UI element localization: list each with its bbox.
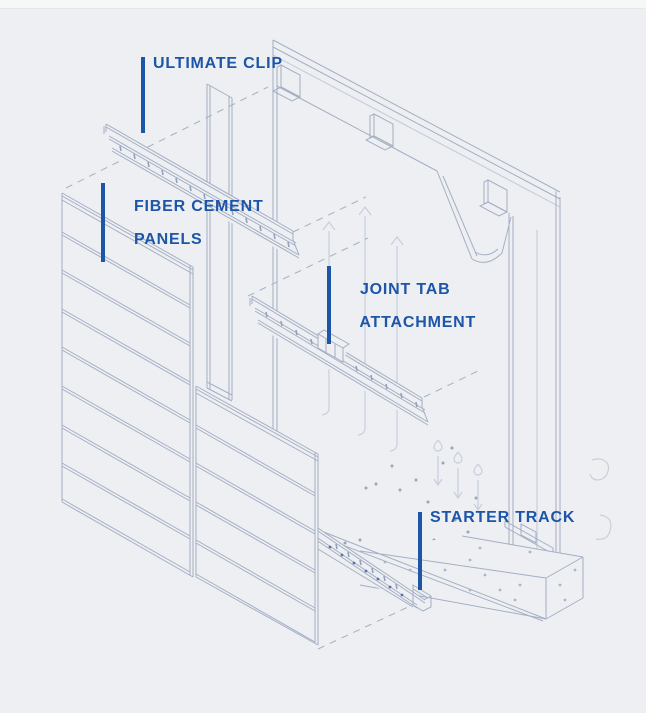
clip [478,179,509,217]
airflow-up-arrows [321,206,404,452]
joint-tab-attachment-label: JOINT TAB ATTACHMENT [339,265,476,348]
joint-tab-bracket [317,329,350,363]
label-line-2: PANELS [133,230,203,248]
label-line-2: ATTACHMENT [359,313,477,331]
foundation-block [315,528,584,622]
panel-lap-lines [195,424,316,612]
clip [271,64,302,102]
fiber-cement-panels-marker-line [101,183,105,262]
clip [364,113,395,151]
starter-track-marker-line [418,512,422,590]
wall-top-clips [271,64,509,217]
wrap-curl-mark [595,514,612,540]
starter-track-label: STARTER TRACK [430,509,576,526]
base-track [504,520,554,555]
fiber-cement-panels-label: FIBER CEMENT PANELS [113,182,264,265]
rail-slots [119,145,290,248]
joint-tab-rail [249,295,429,426]
starter-fasteners [328,543,404,597]
rail-slots [265,311,418,408]
top-strip [0,0,646,9]
joint-tab-attachment-marker-line [327,266,331,344]
ultimate-clip-rail [103,123,300,259]
panel-lap-lines [61,231,191,540]
ultimate-clip-label: ULTIMATE CLIP [153,55,283,72]
starter-track-rail [299,515,432,612]
furring-strip [206,83,233,402]
label-line-1: FIBER CEMENT [133,197,264,215]
fiber-cement-panel-2 [195,385,319,646]
fiber-cement-panel-1 [61,192,194,578]
wrap-curl-mark [589,458,610,481]
ultimate-clip-marker-line [141,57,145,133]
peeled-wrap-corner [436,170,512,263]
moisture-drops [433,439,483,512]
label-line-1: JOINT TAB [359,280,451,298]
